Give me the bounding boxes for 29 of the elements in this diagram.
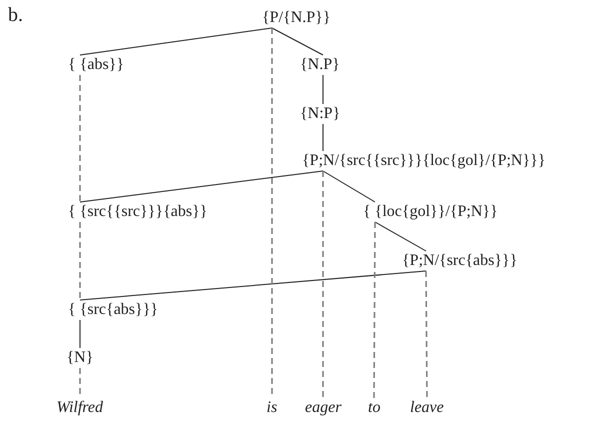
category-label: {N:P} [300,104,340,124]
category-label: { {loc{gol}}/{P;N}} [363,202,498,222]
projection-line [425,271,428,398]
word-label: Wilfred [56,398,104,418]
category-label: { {src{abs}}} [68,300,158,320]
projection-line [373,222,376,398]
category-label: { {src{{src}}}{abs}} [68,202,208,222]
tree-branch-line [80,28,272,56]
category-label: { {abs}} [68,55,124,75]
panel-label: b. [8,4,23,26]
tree-branch-line [322,170,376,202]
tree-branch-line [80,170,324,202]
tree-branch-line [272,28,324,56]
word-label: eager [305,398,342,418]
category-label: {P;N/{src{{src}}}{loc{gol}/{P;N}}} [302,151,546,171]
word-label: leave [410,398,444,418]
projection-line [322,171,324,398]
category-label: {N} [66,348,94,368]
category-label: {P;N/{src{abs}}} [402,251,518,271]
category-label: {P/{N.P}} [262,8,331,28]
tree-branch-line [322,124,324,152]
word-label: is [266,398,278,418]
projection-line [79,75,81,202]
tree-branch-line [374,222,426,252]
word-label: to [368,398,380,418]
tree-branch-line [80,270,426,300]
tree-branch-line [322,74,324,104]
category-label: {N.P} [300,55,340,75]
projection-line [79,222,81,300]
